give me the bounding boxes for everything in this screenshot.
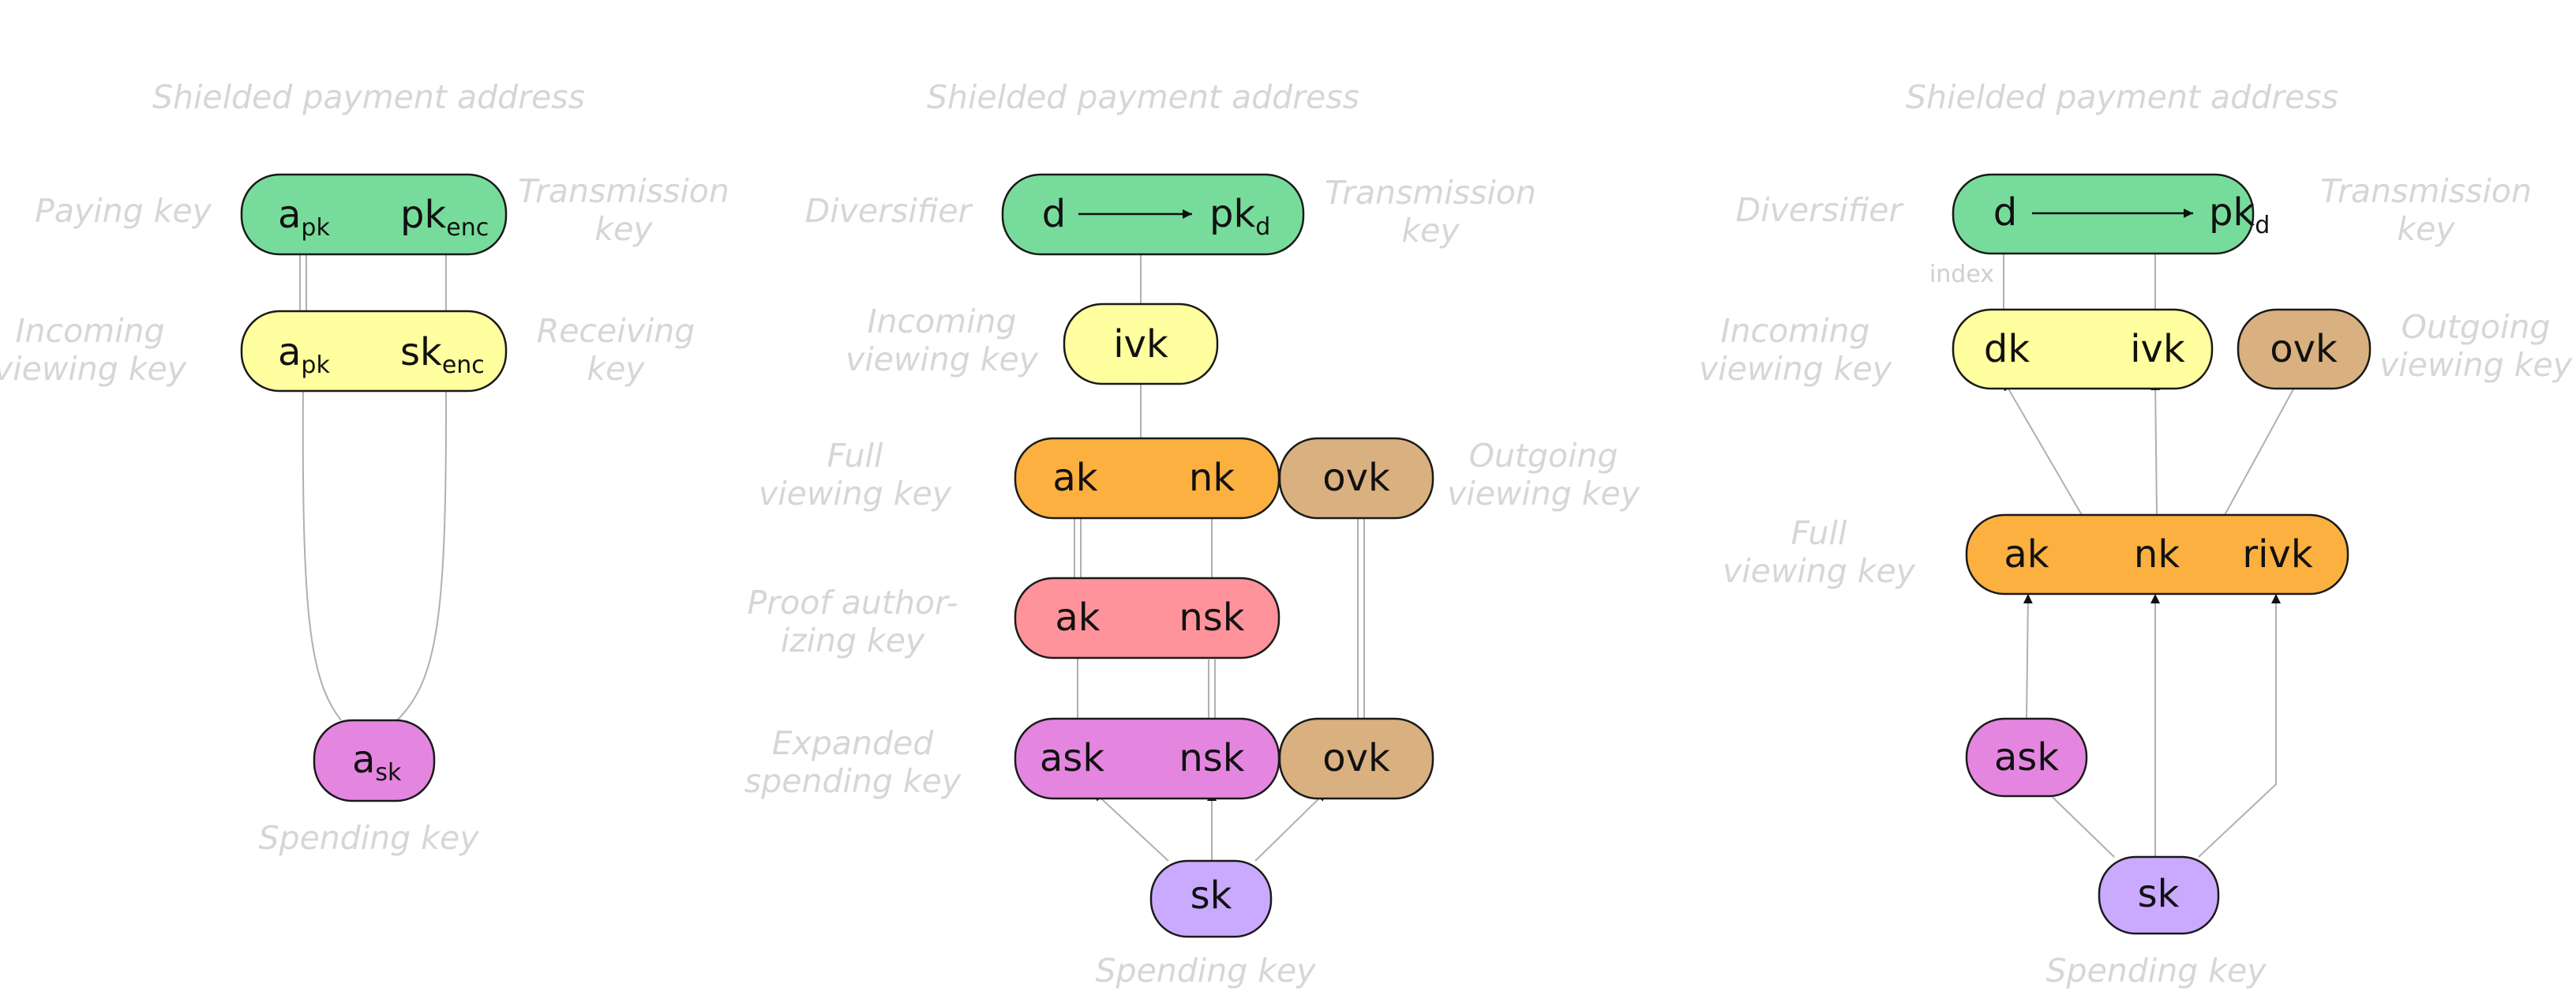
sprout-addr-pkenc: pkenc: [400, 193, 489, 242]
sapling-fvk-ak: ak: [1052, 456, 1097, 500]
sapling-pak-nsk: nsk: [1179, 596, 1244, 640]
orchard-dk: dk: [1984, 327, 2030, 371]
orchard-transmission-label-2: key: [2397, 210, 2455, 248]
sprout-spending-key-label: Spending key: [259, 819, 480, 857]
sapling-transmission-label-2: key: [1401, 212, 1460, 250]
orchard-fvk-ak: ak: [2004, 532, 2049, 577]
expanded-spending-label-2: spending key: [744, 762, 962, 800]
orchard-incoming-label-2: viewing key: [1699, 350, 1892, 388]
sapling-sk: sk: [1191, 874, 1232, 918]
sprout-incoming-label-1: Incoming: [15, 312, 164, 350]
sprout-title: Shielded payment address: [152, 78, 585, 116]
sapling-incoming-viewing-key-box: [1063, 302, 1219, 385]
sapling-transmission-label-1: Transmission: [1325, 174, 1536, 212]
sapling-outgoing-label-2: viewing key: [1447, 475, 1640, 513]
sapling-title: Shielded payment address: [927, 78, 1359, 116]
orchard-diversifier-label: Diversifier: [1736, 191, 1904, 229]
sprout-ivk-apk: apk: [278, 330, 330, 379]
sprout-spending-key-box: [313, 719, 436, 802]
edge-ask-to-skenc: [396, 378, 452, 721]
edge-sk-to-ovk: [1254, 791, 1327, 862]
sapling-fvk-ovk-box: [1278, 437, 1434, 520]
orchard-spending-key-label: Spending key: [2046, 952, 2267, 990]
sapling-spending-key-box: [1149, 859, 1273, 938]
sapling-ivk: ivk: [1113, 322, 1168, 366]
orchard-full-label-1: Full: [1791, 514, 1847, 552]
orchard-incoming-label-1: Incoming: [1720, 312, 1869, 350]
sprout-incoming-label-2: viewing key: [0, 350, 187, 388]
sapling-addr-pkd: pkd: [1209, 192, 1270, 241]
sprout-transmission-label-1: Transmission: [518, 172, 729, 210]
orchard-ovk: ovk: [2270, 327, 2338, 371]
edge-sk-to-rivk: [2198, 594, 2281, 858]
sapling-esk-ask: ask: [1040, 736, 1104, 780]
sprout-panel: apk pkenc apk skenc ask Shielded payment…: [0, 78, 729, 857]
proof-authorizing-label-2: izing key: [781, 622, 925, 659]
sprout-addr-apk: apk: [278, 193, 330, 242]
orchard-full-label-2: viewing key: [1723, 552, 1916, 590]
edge-sk-to-ask: [1093, 791, 1169, 862]
sapling-fvk-ovk: ovk: [1322, 456, 1390, 500]
sapling-full-label-1: Full: [827, 437, 883, 475]
paying-key-label: Paying key: [35, 192, 212, 230]
receiving-key-label-2: key: [587, 350, 645, 388]
orchard-fvk-rivk: rivk: [2242, 532, 2312, 577]
orchard-spending-key-box: [2098, 855, 2220, 935]
sapling-esk-ovk-box: [1278, 717, 1434, 800]
orchard-addr-pkd: pkd: [2209, 190, 2270, 239]
sprout-ask: ask: [352, 738, 402, 787]
orchard-full-viewing-key-box: [1965, 513, 2349, 596]
orchard-ivk: ivk: [2130, 327, 2185, 371]
sprout-transmission-label-2: key: [594, 210, 653, 248]
sapling-panel: d pkd ivk ak nk ovk ak nsk ask nsk ovk s…: [744, 78, 1640, 990]
receiving-key-label-1: Receiving: [537, 312, 696, 350]
orchard-ovk-box: [2237, 308, 2372, 390]
orchard-index-label: index: [1929, 261, 1994, 288]
edge-fvk-to-ovk-orchard: [2224, 378, 2300, 516]
sapling-fvk-nk: nk: [1189, 456, 1235, 500]
edge-ask-to-ak-orchard: [2023, 593, 2033, 720]
orchard-ask: ask: [1994, 735, 2059, 780]
sapling-addr-d: d: [1042, 192, 1066, 236]
sprout-ivk-skenc: skenc: [400, 330, 485, 379]
sapling-proof-authorizing-key-box: [1014, 577, 1281, 659]
sprout-payment-address-box: [240, 173, 508, 256]
orchard-outgoing-label-1: Outgoing: [2402, 308, 2551, 346]
edge-fvk-to-dk: [2003, 380, 2083, 516]
sapling-outgoing-label-1: Outgoing: [1469, 437, 1618, 475]
orchard-outgoing-label-2: viewing key: [2379, 346, 2573, 384]
sapling-esk-ovk: ovk: [1322, 736, 1390, 780]
edge-ask-to-apk: [298, 378, 342, 721]
proof-authorizing-label-1: Proof author-: [748, 584, 958, 622]
expanded-spending-label-1: Expanded: [772, 724, 935, 762]
sprout-incoming-viewing-key-box: [240, 310, 508, 393]
orchard-ask-box: [1965, 717, 2088, 798]
sapling-incoming-label-2: viewing key: [846, 340, 1039, 378]
orchard-sk: sk: [2138, 872, 2180, 916]
sapling-full-label-2: viewing key: [759, 475, 952, 513]
sapling-spending-key-label: Spending key: [1096, 952, 1317, 990]
orchard-incoming-viewing-key-box: [1952, 308, 2214, 390]
orchard-fvk-nk: nk: [2134, 532, 2180, 577]
orchard-transmission-label-1: Transmission: [2320, 172, 2532, 210]
sapling-pak-ak: ak: [1055, 596, 1100, 640]
orchard-panel: d pkd dk ivk ovk ak nk rivk ask sk Shiel…: [1699, 78, 2573, 990]
orchard-title: Shielded payment address: [1906, 78, 2338, 116]
sapling-diversifier-label: Diversifier: [805, 192, 973, 230]
orchard-addr-d: d: [1993, 190, 2017, 235]
sapling-incoming-label-1: Incoming: [867, 302, 1016, 340]
edge-fvk-to-ivk-orchard: [2150, 380, 2161, 516]
sapling-esk-nsk: nsk: [1179, 736, 1244, 780]
